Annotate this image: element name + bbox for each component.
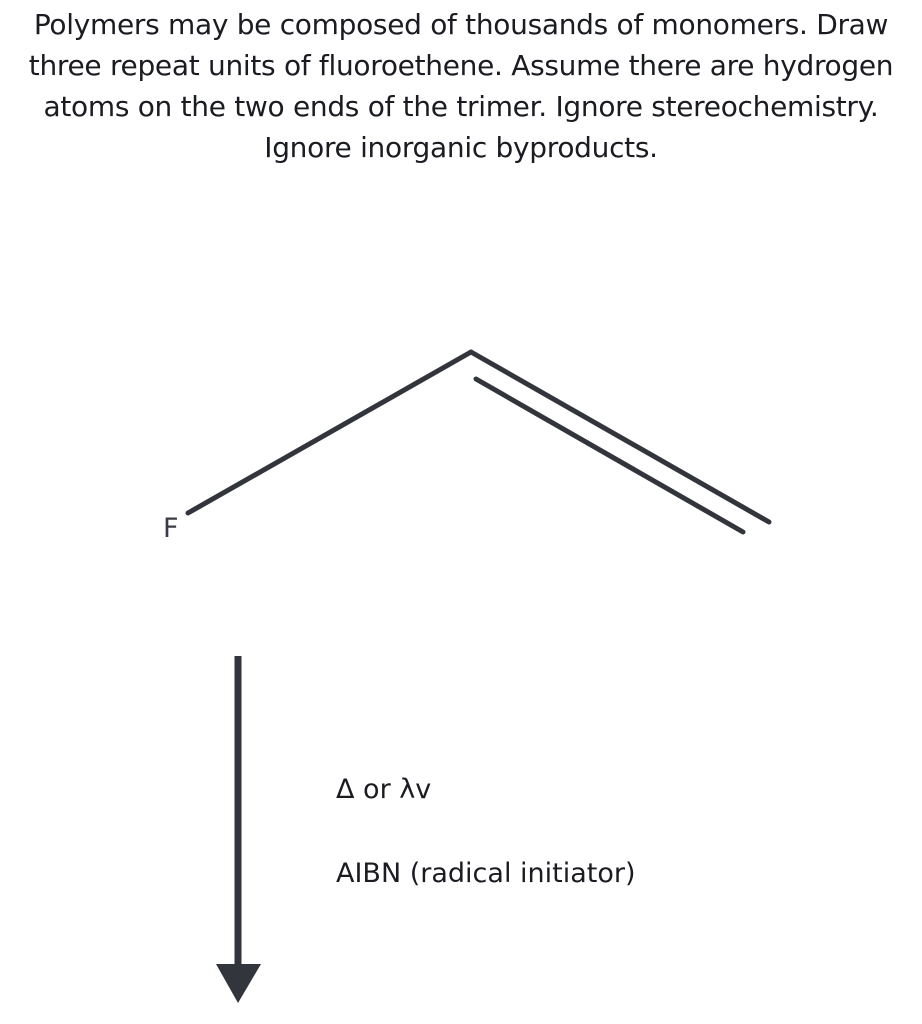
reaction-arrow (216, 656, 261, 1003)
c-c-double-bond-outer (468, 349, 772, 525)
question-line-1: Polymers may be composed of thousands of… (33, 8, 889, 41)
reaction-condition-initiator: AIBN (radical initiator) (336, 858, 636, 889)
fluoroethene-structure[interactable]: F (163, 349, 772, 544)
question-line-3: atoms on the two ends of the trimer. Ign… (43, 90, 879, 123)
c-f-bond (185, 349, 474, 516)
reaction-arrow-head (216, 964, 261, 1003)
c-c-double-bond-inner (473, 376, 746, 535)
fluorine-atom-label: F (163, 513, 179, 544)
question-line-2: three repeat units of fluoroethene. Assu… (28, 49, 894, 82)
question-text: Polymers may be composed of thousands of… (0, 4, 922, 168)
reaction-condition-energy: Δ or λv (336, 774, 432, 805)
question-line-4: Ignore inorganic byproducts. (264, 131, 658, 164)
